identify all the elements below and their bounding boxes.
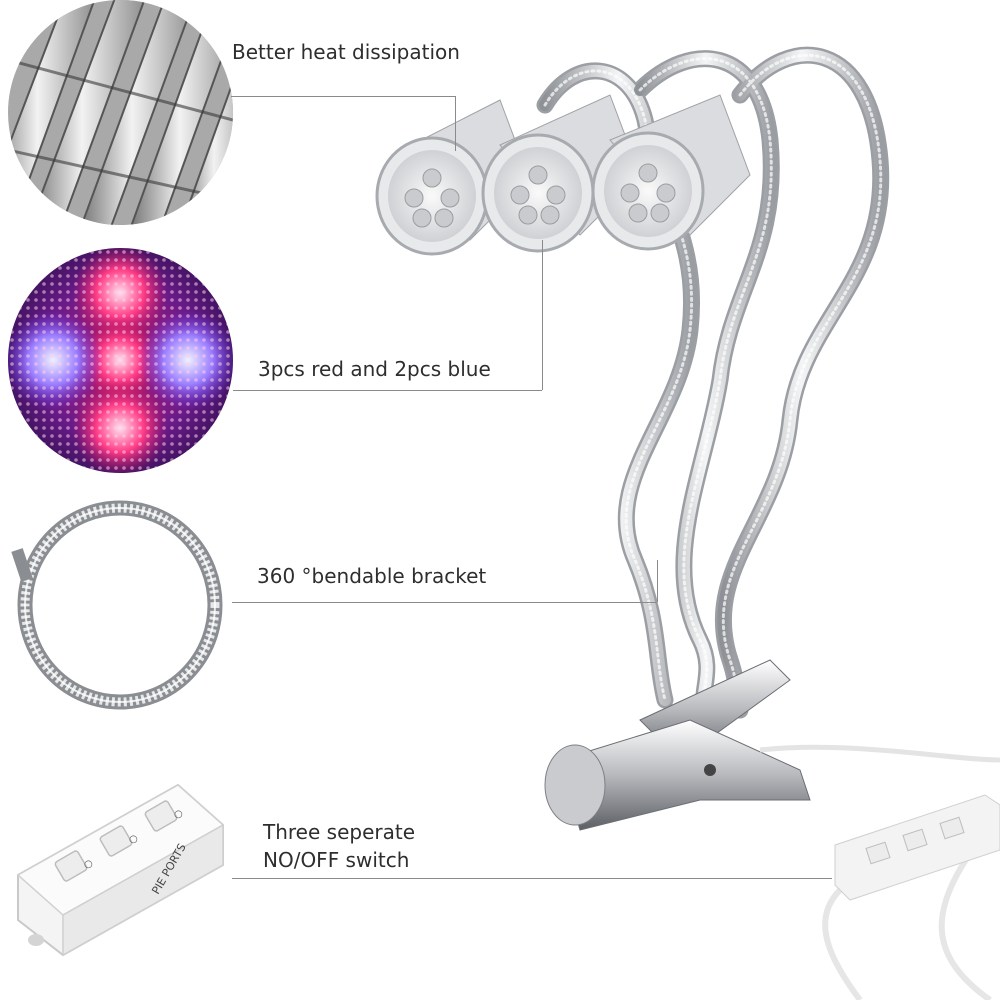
- leader-switch-h: [232, 878, 832, 879]
- leader-bracket-v: [657, 560, 658, 602]
- heat-sink-thumbnail: [8, 0, 233, 225]
- heat-sink-fins-icon: [8, 0, 233, 225]
- switch-label-line2: NO/OFF switch: [263, 848, 410, 872]
- svg-text:○: ○: [84, 859, 93, 870]
- leader-heat-v: [455, 96, 456, 151]
- svg-text:○: ○: [129, 834, 138, 845]
- svg-text:○: ○: [174, 809, 183, 820]
- switch-thumbnail: ○○○ PIE PORTS: [8, 755, 233, 980]
- leader-bracket-h: [232, 602, 657, 603]
- inline-switch-box: [834, 794, 1000, 901]
- leader-leds-v: [542, 240, 543, 390]
- bracket-thumbnail: [5, 490, 230, 715]
- heat-dissipation-label: Better heat dissipation: [232, 40, 460, 64]
- leader-leds-h: [233, 390, 542, 391]
- lamp-head-3: [591, 94, 751, 251]
- switch-box-icon: ○○○ PIE PORTS: [16, 783, 225, 957]
- gooseneck-coil-icon: [11, 500, 223, 710]
- clip: [544, 659, 811, 831]
- led-thumbnail: [8, 248, 233, 473]
- led-colors-label: 3pcs red and 2pcs blue: [258, 357, 491, 381]
- red-blue-led-icon: [8, 248, 233, 473]
- leader-heat-h: [231, 96, 455, 97]
- switch-label-line1: Three seperate: [263, 820, 415, 844]
- bendable-bracket-label: 360 °bendable bracket: [257, 564, 487, 588]
